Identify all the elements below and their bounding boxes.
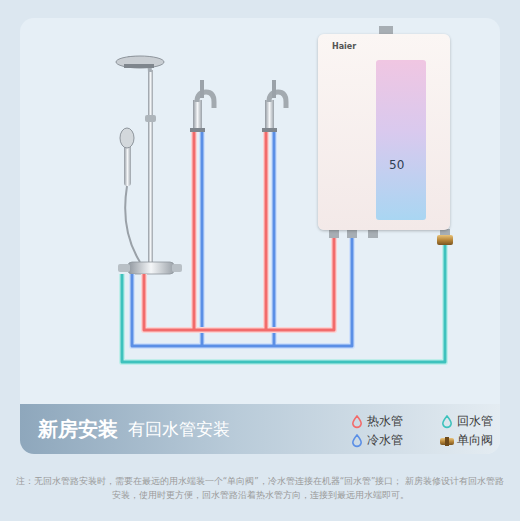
legend-swatch [353, 435, 361, 446]
panel [20, 18, 500, 454]
legend-text: 冷水管 [367, 433, 403, 448]
display-panel [376, 60, 426, 220]
legend-text: 单向阀 [457, 433, 493, 448]
faucet [262, 80, 286, 132]
note-text: 注：无回水管路安装时，需要在最远的用水端装一个“单向阀”，冷水管连接在机器“回水… [12, 474, 508, 502]
legend-swatch [350, 434, 364, 448]
water-heater: Haier 50 [318, 34, 450, 230]
legend-text: 热水管 [367, 414, 403, 429]
temperature-reading: 50 [389, 158, 404, 172]
legend-swatch [350, 415, 364, 429]
shower [116, 56, 182, 274]
legend-swatch [443, 416, 451, 427]
subtitle-text: 有回水管安装 [128, 418, 230, 441]
legend-swatch [440, 415, 454, 429]
pipes [122, 132, 445, 362]
check-valve [437, 235, 453, 245]
title-text: 新房安装 [38, 416, 118, 443]
faucet [190, 80, 214, 132]
legend-swatch [353, 416, 361, 427]
legend-text: 回水管 [457, 414, 493, 429]
valve-symbol [440, 434, 454, 448]
brand-logo: Haier [332, 42, 356, 51]
